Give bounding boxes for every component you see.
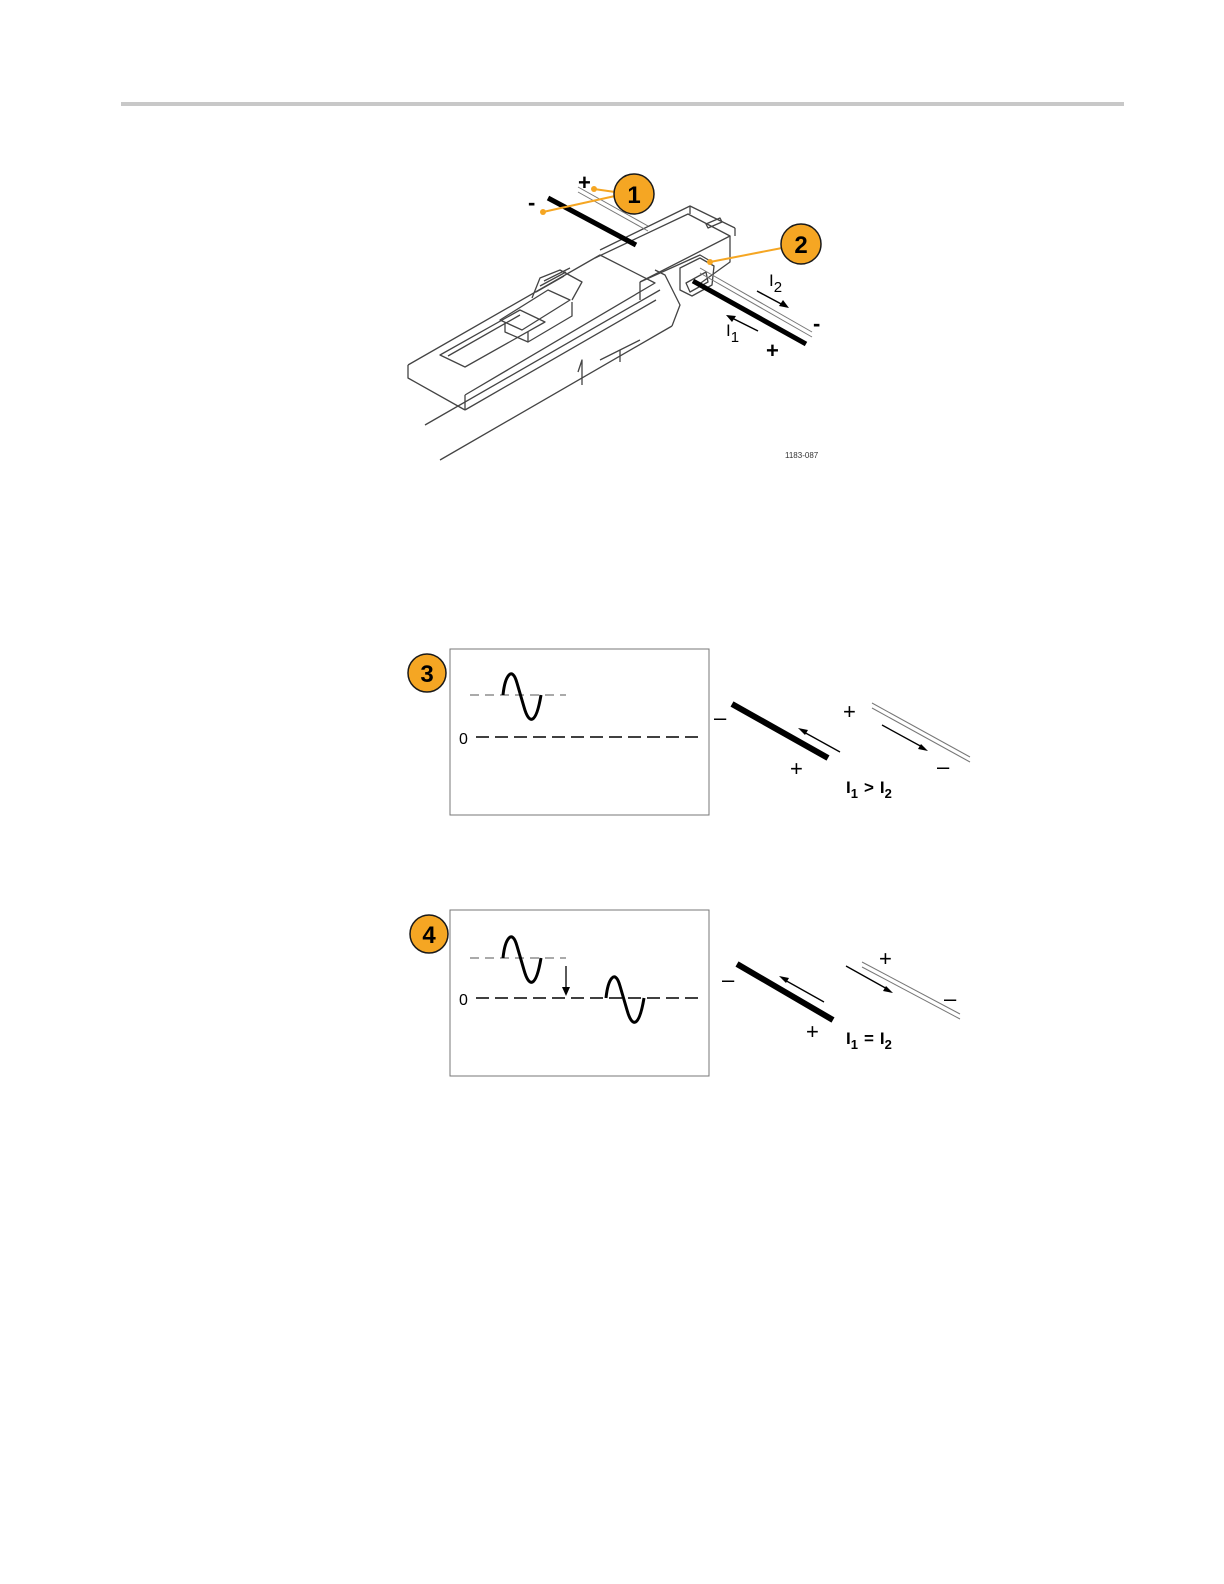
minus-left-4: – [722,967,735,992]
plus-right-4: + [879,946,892,971]
arrow-up-4 [783,979,824,1002]
minus-right-4: – [944,986,957,1011]
scope-screen-4 [450,910,709,1076]
plus-left-4: + [806,1019,819,1044]
zero-label-4: 0 [459,992,468,1009]
callout-4-label: 4 [422,922,436,949]
relation-4: I1=I2 [846,1029,892,1052]
thick-conductor-4 [737,964,833,1020]
